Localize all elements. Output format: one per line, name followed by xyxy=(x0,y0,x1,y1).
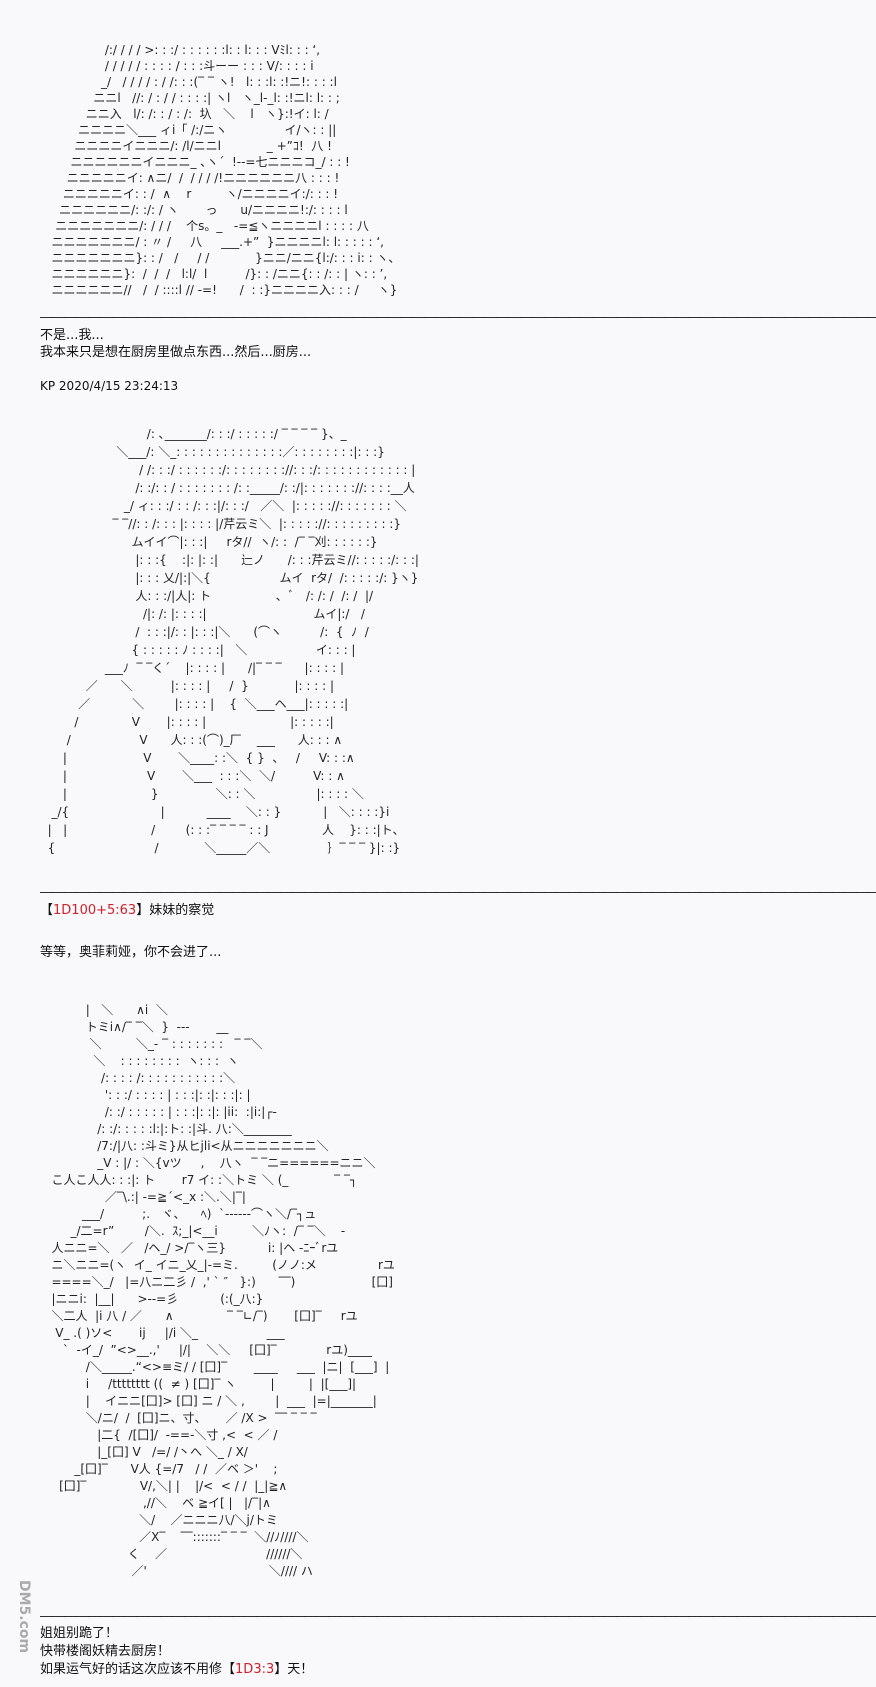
post-1-line-1: 不是...我... xyxy=(40,328,104,343)
ascii-art-line: _/二=r” /＼. ｽ;_|<__i ＼ﾉヽ: /‾ ‾＼ - xyxy=(40,1224,346,1238)
ascii-art-line: / V |: : : : | |: : : : :| xyxy=(40,715,334,729)
dice-open: 【 xyxy=(40,903,54,918)
ascii-art-line: / : : :|/: : |: : :|＼ (⌒ヽ /: { ﾉ / xyxy=(40,625,369,639)
ascii-art-line: _/ ィ: : :/ : : /: : :|/: : :/ ／＼ |: : : … xyxy=(40,499,407,513)
ascii-art-line: ＼ ＼_- ‾ : : : : : : : ‾ ‾＼ xyxy=(40,1037,263,1051)
ascii-art-line: ,//＼ ベ ≧イ[ | |/‾|∧ xyxy=(40,1496,271,1510)
dice-close: 】 xyxy=(274,1662,288,1677)
ascii-art-line: _/{ | ____ ＼: : } | ＼: : : :}i xyxy=(40,805,390,819)
watermark-logo: DM5.com xyxy=(16,1580,32,1654)
ascii-art-line: ニニ入 l/: /: : / : /: 圦 ＼ l ヽ}:!イ: l: / xyxy=(40,107,329,121)
ascii-art-line: ニニニニニニ}: / / / l:l/ l /}: : /ニニ{: : /: :… xyxy=(40,267,388,281)
post-2: 等等，奥菲莉娅，你不会进了... xyxy=(40,945,222,960)
line-text: 如果运气好的话这次应该不用修 xyxy=(40,1662,223,1677)
ascii-art-line: ニニニニニニ/: :/: / ヽ っ u/ニニニニ!:/: : : : l xyxy=(40,203,348,217)
ascii-art-line: ／X‾ ‾‾:::::::‾ ‾ ‾ ＼//ﾉ////＼ xyxy=(40,1530,309,1544)
ascii-art-line: ニ＼ニニ=(ヽ イ_ イニ_乂_|-=ミ. (ノノ:メ rユ xyxy=(40,1258,395,1272)
dice-open: 【 xyxy=(222,1662,236,1677)
ascii-art-line: ／ ＼ |: : : : | / } |: : : : | xyxy=(40,679,334,693)
ascii-art-line: /: :/: : / : : : : : : : /: :_____/: :/|… xyxy=(40,481,415,495)
ascii-art-line: く ／ //////＼ xyxy=(40,1547,303,1561)
ascii-art-line: | V ＼____: :＼ { } 、 / V: : :∧ xyxy=(40,751,355,765)
ascii-art-line: ／' ＼//// ハ xyxy=(40,1564,313,1578)
ascii-art-line: ／‾\.:| -=≧´<_x :＼.＼|‾| xyxy=(40,1190,246,1204)
post-3-line-2: 快带楼阁妖精去厨房！ xyxy=(40,1644,171,1659)
ascii-art-line: ニニニニイニニニ/: /l/ニニl _ +”ｺ! 八 ! xyxy=(40,139,332,153)
post-3-line-3: 如果运气好的话这次应该不用修【1D3:3】天！ xyxy=(40,1661,313,1678)
timestamp: KP 2020/4/15 23:24:13 xyxy=(40,379,179,393)
separator-1: ――――――――――――――――――――――――――――――――――――――――… xyxy=(40,311,876,325)
ascii-art-line: ＼二人 |i 八 / ／ ∧ ‾ ‾∟/‾) [囗]‾ rユ xyxy=(40,1309,358,1323)
ascii-art-line: /|: /: |: : : :| ムイ|:/ / xyxy=(40,607,365,621)
ascii-art-line: /: ､_______/: : :/ : : : : :/ ‾ ‾ ‾ ‾ }、… xyxy=(40,427,347,441)
ascii-art-line: | V ＼___ : : :＼ ＼/ V: : ∧ xyxy=(40,769,345,783)
ascii-art-line: ニニニニ＼___ ィi「 /:/ニヽ イ/ヽ: : || xyxy=(40,123,337,137)
ascii-art-line: /7:/|八: :斗ミ}从ヒjli<从ニニニニニニニ＼ xyxy=(40,1139,329,1153)
ascii-art-line: こ人こ人人: : :|: ト r7 イ: :＼トミ ＼ (_ ‾ ‾┐ xyxy=(40,1173,358,1187)
post-1-line-2: 我本来只是想在厨房里做点东西...然后...厨房... xyxy=(40,345,312,360)
ascii-art-line: ====＼_/ |=八ニ二彡 / ,' ` ″ }:) ‾‾) [囗] xyxy=(40,1275,393,1289)
ascii-art-line: |_[囗] V /=/ /丶へ ＼_ / X/ xyxy=(40,1445,248,1459)
separator-2: ――――――――――――――――――――――――――――――――――――――――… xyxy=(40,886,876,900)
ascii-art-1: /:/ / / / >: : :/ : : : : : :l: : l: : :… xyxy=(40,42,400,298)
ascii-art-line: / / / / / : : : : / : : :斗ーー : : : V/: :… xyxy=(40,59,314,73)
ascii-art-line: _/ / / / / : / /: : :(‾ ‾ ヽ! l: : :l: :!… xyxy=(40,75,337,89)
ascii-art-line: /＼_____.“<>≡ミ/ / [囗]‾ ____ ___ |ニ| [___]… xyxy=(40,1360,390,1374)
ascii-art-line: | ＼ ∧i ＼ xyxy=(40,1003,168,1017)
ascii-art-line: /: :/ : : : : : | : : :|: :|: |ii: :|i:|… xyxy=(40,1105,277,1119)
ascii-art-line: | イニニ[囗]> [囗] ニ / ＼ , | ___ |=|_______| xyxy=(40,1394,377,1408)
ascii-art-line: _[囗]‾ V人 {=/7 / / ／ベ ＞' ; xyxy=(40,1462,278,1476)
ascii-art-line: | } ＼: : ＼ |: : : : ＼ xyxy=(40,787,364,801)
ascii-art-2: /: ､_______/: : :/ : : : : :/ ‾ ‾ ‾ ‾ }、… xyxy=(40,425,419,857)
ascii-art-line: ニニニニニニニ/ : 〃 / 八 ___.+” }ニニニニl: l: : : :… xyxy=(40,235,384,249)
ascii-art-line: 人: : :/|人|: ト ､ ﾞ /: /: / /: / |/ xyxy=(40,589,374,603)
ascii-art-line: ___ﾉ ‾ ‾く´ |: : : : | /|‾ ‾ ‾ |: : : : | xyxy=(40,661,345,675)
ascii-art-line: ‾ ‾//: : /: : : |: : : : |/芹云ミ＼ |: : : :… xyxy=(40,517,402,531)
ascii-art-line: ムイイ⌒|: : :| rタ// ヽ/: : /‾ ‾刈: : : : : :} xyxy=(40,535,378,549)
ascii-art-line: |: : :{ :|: |: :| 辷ノ /: : :芹云ミ//: : : : … xyxy=(40,553,419,567)
ascii-art-line: ＼ : : : : : : : : ヽ: : : ヽ xyxy=(40,1054,239,1068)
ascii-art-3: | ＼ ∧i ＼ トミi∧/‾ ‾＼ } --- __ ＼ ＼_- ‾ : : … xyxy=(40,1002,395,1580)
ascii-art-line: |ニニi: |__| >--=彡 (:(_八:} xyxy=(40,1292,264,1306)
ascii-art-line: /: : : : /: : : : : : : : : : :＼ xyxy=(40,1071,236,1085)
dice-close: 】 xyxy=(136,903,150,918)
ascii-art-line: ＼/ ／ニニニ八/＼j/トミ xyxy=(40,1513,278,1527)
ascii-art-line: ＼/ニ/ / [囗]ニ、寸、 ／ /X > ‾‾ ‾ ‾ ‾ xyxy=(40,1411,317,1425)
ascii-art-line: トミi∧/‾ ‾＼ } --- __ xyxy=(40,1020,229,1034)
ascii-art-line: { : : : : : ﾉ : : : :| ＼ イ: : : | xyxy=(40,643,356,657)
ascii-art-line: 人ニニ=＼ ／ /ヘ_/ >/‾ヽ三} i: |ヘ ‐ﾆｰﾞrユ xyxy=(40,1241,339,1255)
ascii-art-line: ニニニニニイ: : / ∧ r ヽ/ニニニニイ:/: : : ! xyxy=(40,187,339,201)
ascii-art-line: ニニl //: / : / / : : : :| ヽl ヽ_l-_l: :!ニl… xyxy=(40,91,340,105)
ascii-art-line: { / ＼_____／＼ ｝‾ ‾ ‾ }|: :} xyxy=(40,841,401,855)
ascii-art-line: ___/ ;. ヾ、 ﾍ) `‐---‐‐⌒ヽ＼/‾┐ュ xyxy=(40,1207,317,1221)
dice-result: 1D100+5:63 xyxy=(53,903,137,918)
ascii-art-line: ` -イ_/ ”<>__.,' |/| ＼＼ [囗]‾ rユ)____ xyxy=(40,1343,372,1357)
ascii-art-line: [囗]‾ V/,＼| | |/< < / / |_|≧∧ xyxy=(40,1479,288,1493)
ascii-art-line: / V 人: : :(⌒)_厂 ___ 人: : : ∧ xyxy=(40,733,343,747)
ascii-art-line: ＼___/: ＼_: : : : : : : : : : : : : :／: :… xyxy=(40,445,385,459)
ascii-art-line: ／ ＼ |: : : : | { ＼___ヘ___|: : : : :| xyxy=(40,697,349,711)
ascii-art-line: ニニニニニイ: ∧ニ/ / / / / /!ニニニニニニ八 : : : ! xyxy=(40,171,340,185)
ascii-art-line: /: :/: : : : :l:|:ト: :|斗. 八:＼________ xyxy=(40,1122,292,1136)
ascii-art-line: ニニニニニニ// / / ::::l // -=! / : :}ニニニニ入: :… xyxy=(40,283,398,297)
ascii-art-line: V_ .( )ソ< ij |/i ＼_ ___ xyxy=(40,1326,285,1340)
separator-3: ――――――――――――――――――――――――――――――――――――――――… xyxy=(40,1610,876,1624)
ascii-art-line: |: : : 乂/|:|＼{ ムイ rタ/ /: : : : :/: }ヽ} xyxy=(40,571,419,585)
dice-roll-1: 【1D100+5:63】妹妹的察觉 xyxy=(40,902,214,919)
ascii-art-line: | | / (: : :‾ ‾ ‾ ‾ : : J 人 }: : :|ト、 xyxy=(40,823,405,837)
post-3-line-1: 姐姐别跪了！ xyxy=(40,1626,119,1641)
ascii-art-line: ニニニニニニニ/: / / / 个s。_ -=≦ヽニニニニl : : : : 八 xyxy=(40,219,369,233)
ascii-art-line: |二{ /[囗]/ -==-＼寸 ,< < ／ / xyxy=(40,1428,278,1442)
ascii-art-line: ニニニニニニニ}: : / / / / }ニニ/ニニ{l:/: : : i: :… xyxy=(40,251,401,265)
ascii-art-line: / /: : :/ : : : : : :/: : : : : : : ://:… xyxy=(40,463,416,477)
ascii-art-line: i /tttttttt (( ≠ ) [囗]‾ ヽ | | |[___]| xyxy=(40,1377,357,1391)
line-text: 天！ xyxy=(287,1662,314,1677)
ascii-art-line: ニニニニニニイニニニ_ ､ヽ´ !--=七ニニニコ_/ : : ! xyxy=(40,155,350,169)
dice-label: 妹妹的察觉 xyxy=(149,903,215,918)
dice-result: 1D3:3 xyxy=(235,1662,275,1677)
ascii-art-line: ': : :/ : : : : | : : :|: :|: : :|: | xyxy=(40,1088,251,1102)
ascii-art-line: /:/ / / / >: : :/ : : : : : :l: : l: : :… xyxy=(40,43,321,57)
ascii-art-line: _V : |/ : ＼{vツ , 八ヽ ‾ ‾ニ======ニニ＼ xyxy=(40,1156,376,1170)
